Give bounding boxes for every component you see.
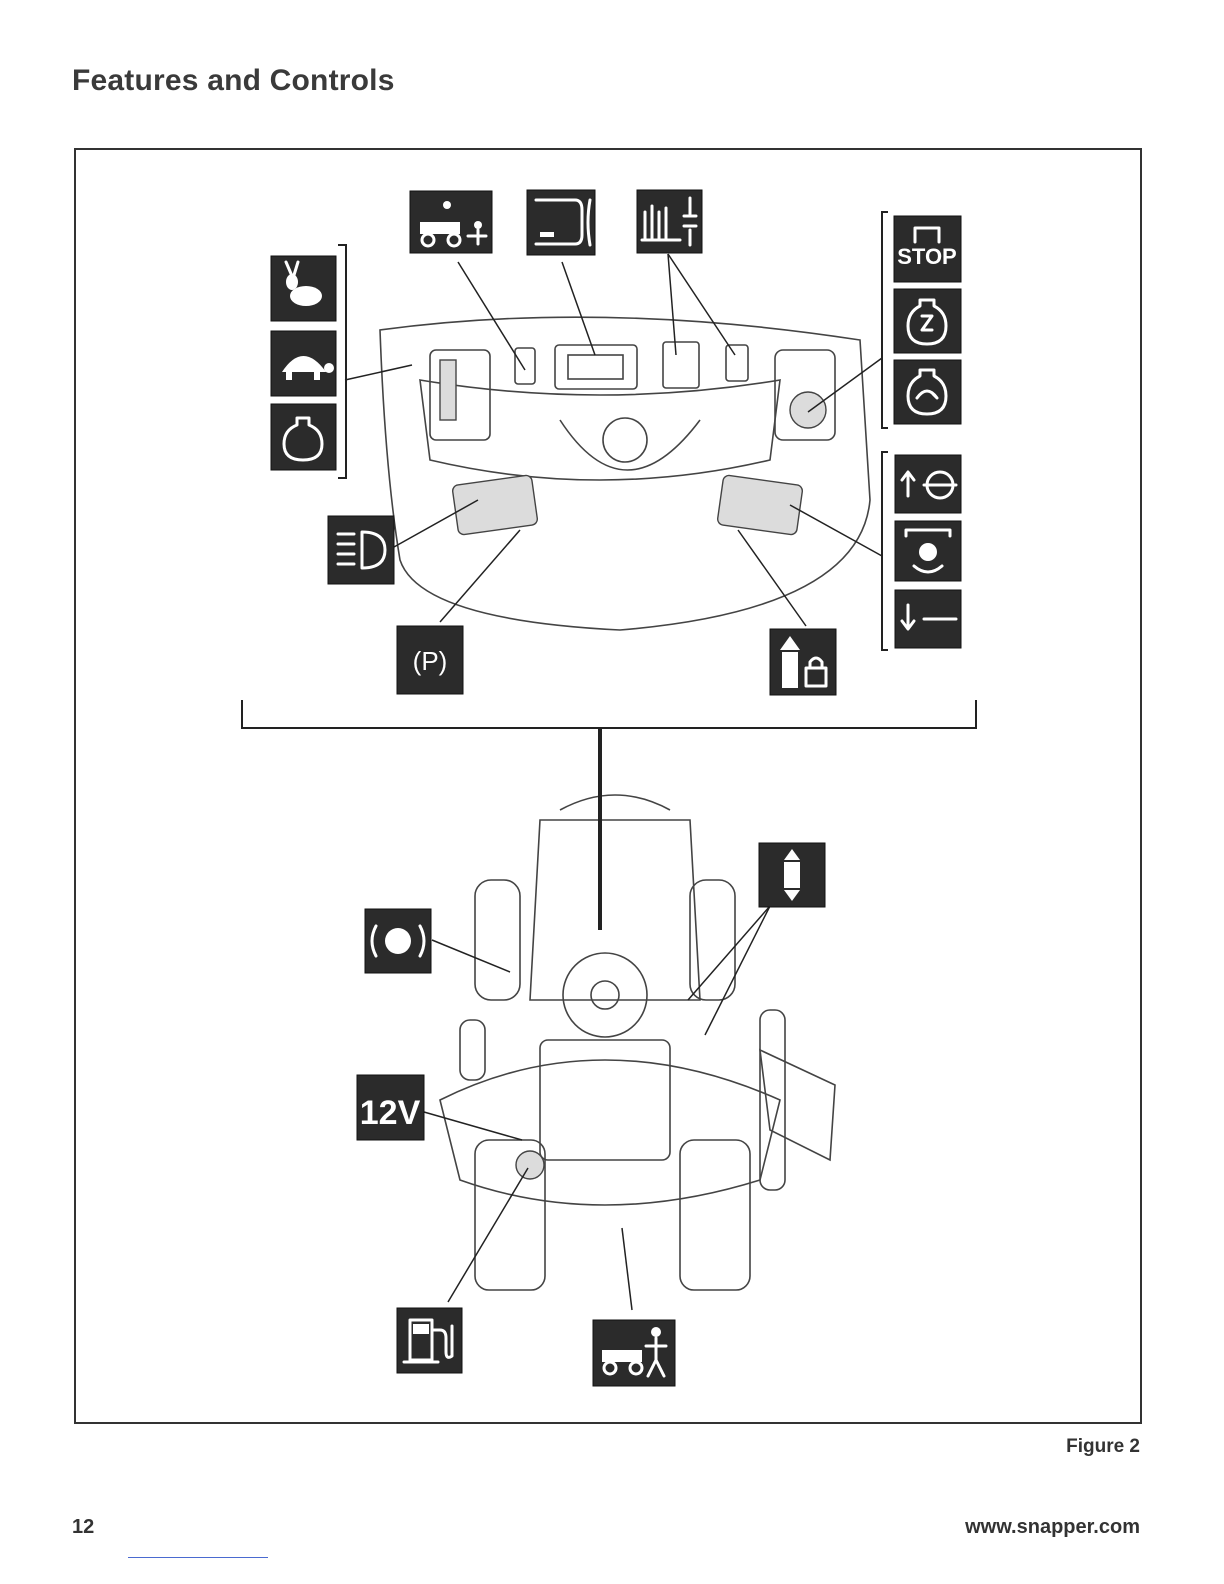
hour-meter-icon xyxy=(527,190,595,255)
choke-icon xyxy=(271,404,336,470)
pto-icon xyxy=(895,521,961,581)
parking-brake-icon: (P) xyxy=(397,626,463,694)
start-icon xyxy=(894,360,961,424)
reverse-mow-icon xyxy=(410,191,492,253)
footer-rule xyxy=(128,1557,268,1558)
traction-lock-icon xyxy=(770,629,836,695)
figure-caption: Figure 2 xyxy=(1066,1436,1140,1458)
parking-label: (P) xyxy=(413,646,448,676)
cutting-height-icon xyxy=(637,190,702,253)
fast-rabbit-icon xyxy=(271,256,336,321)
page-number: 12 xyxy=(72,1516,94,1539)
forward-reverse-pedal-icon xyxy=(759,843,825,907)
stop-icon: STOP xyxy=(894,216,961,282)
pto-engage-icon xyxy=(895,455,961,513)
dashboard-illustration xyxy=(380,317,870,630)
headlight-icon xyxy=(328,516,394,584)
pto-disengage-icon xyxy=(895,590,961,648)
website-link[interactable]: www.snapper.com xyxy=(965,1516,1140,1539)
power-outlet-icon: 12V xyxy=(357,1075,424,1140)
brake-pedal-icon xyxy=(365,909,431,973)
operator-mower-icon xyxy=(593,1320,675,1386)
fuel-icon xyxy=(397,1308,462,1373)
power-outlet-label: 12V xyxy=(360,1094,421,1132)
slow-turtle-icon xyxy=(271,331,336,396)
run-icon xyxy=(894,289,961,353)
stop-label: STOP xyxy=(897,244,957,269)
